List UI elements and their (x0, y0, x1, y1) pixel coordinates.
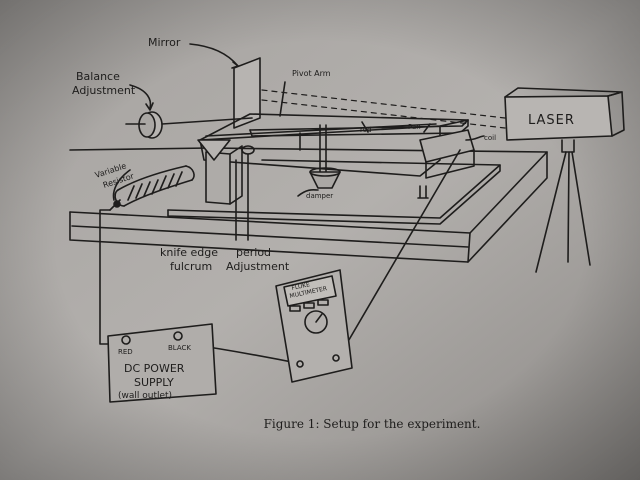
coil (419, 129, 485, 179)
table-base (69, 147, 548, 263)
label-wall-outlet: (wall outlet) (118, 391, 172, 401)
figure-caption: Figure 1: Setup for the experiment. (0, 417, 640, 431)
period-adjustment (241, 145, 255, 241)
label-damper: damper (306, 192, 333, 200)
label-fluke: FLUKE (291, 281, 311, 292)
label-knife-2: fulcrum (170, 260, 212, 273)
label-supply: SUPPLY (134, 376, 174, 389)
tripod (535, 139, 591, 273)
label-knife-1: knife edge (160, 246, 218, 259)
laser-beam-back (261, 99, 506, 129)
rod-arrow (361, 121, 369, 133)
label-pivot: Pivot Arm (292, 69, 331, 78)
damper (297, 167, 341, 197)
balance-arrowhead (145, 102, 154, 111)
label-balance-2: Adjustment (72, 84, 136, 97)
balance-arrow (129, 84, 152, 109)
mirror (233, 57, 261, 129)
label-dc-power: DC POWER (124, 362, 185, 375)
label-coil: coil (484, 134, 496, 142)
resistor-arrow (112, 169, 131, 201)
label-balance-1: Balance (76, 70, 120, 83)
label-pan: Pan (408, 123, 421, 131)
knife-edge-fulcrum (197, 139, 243, 241)
mirror-arrowhead (231, 61, 239, 69)
laser-beam-out (261, 89, 506, 119)
figure-caption-text: Figure 1: Setup for the experiment. (263, 417, 481, 431)
inner-platform (167, 159, 501, 225)
variable-resistor (109, 165, 195, 211)
label-red: RED (118, 348, 133, 356)
pan-arrow (423, 123, 431, 133)
label-rod: rod (360, 126, 371, 134)
laser (504, 87, 625, 141)
label-black: BLACK (168, 344, 191, 352)
dc-power-supply (107, 323, 217, 403)
coil-post (417, 185, 429, 199)
label-period-1: period (236, 246, 271, 259)
label-mirror: Mirror (148, 36, 181, 49)
diagram-labels: Mirror Pivot Arm Balance Adjustment LASE… (72, 36, 575, 401)
label-laser: LASER (528, 113, 575, 128)
label-period-2: Adjustment (226, 260, 290, 273)
pivot-arm-arrow (279, 81, 286, 117)
multimeter (275, 269, 353, 383)
balance-adjustment (125, 111, 253, 139)
